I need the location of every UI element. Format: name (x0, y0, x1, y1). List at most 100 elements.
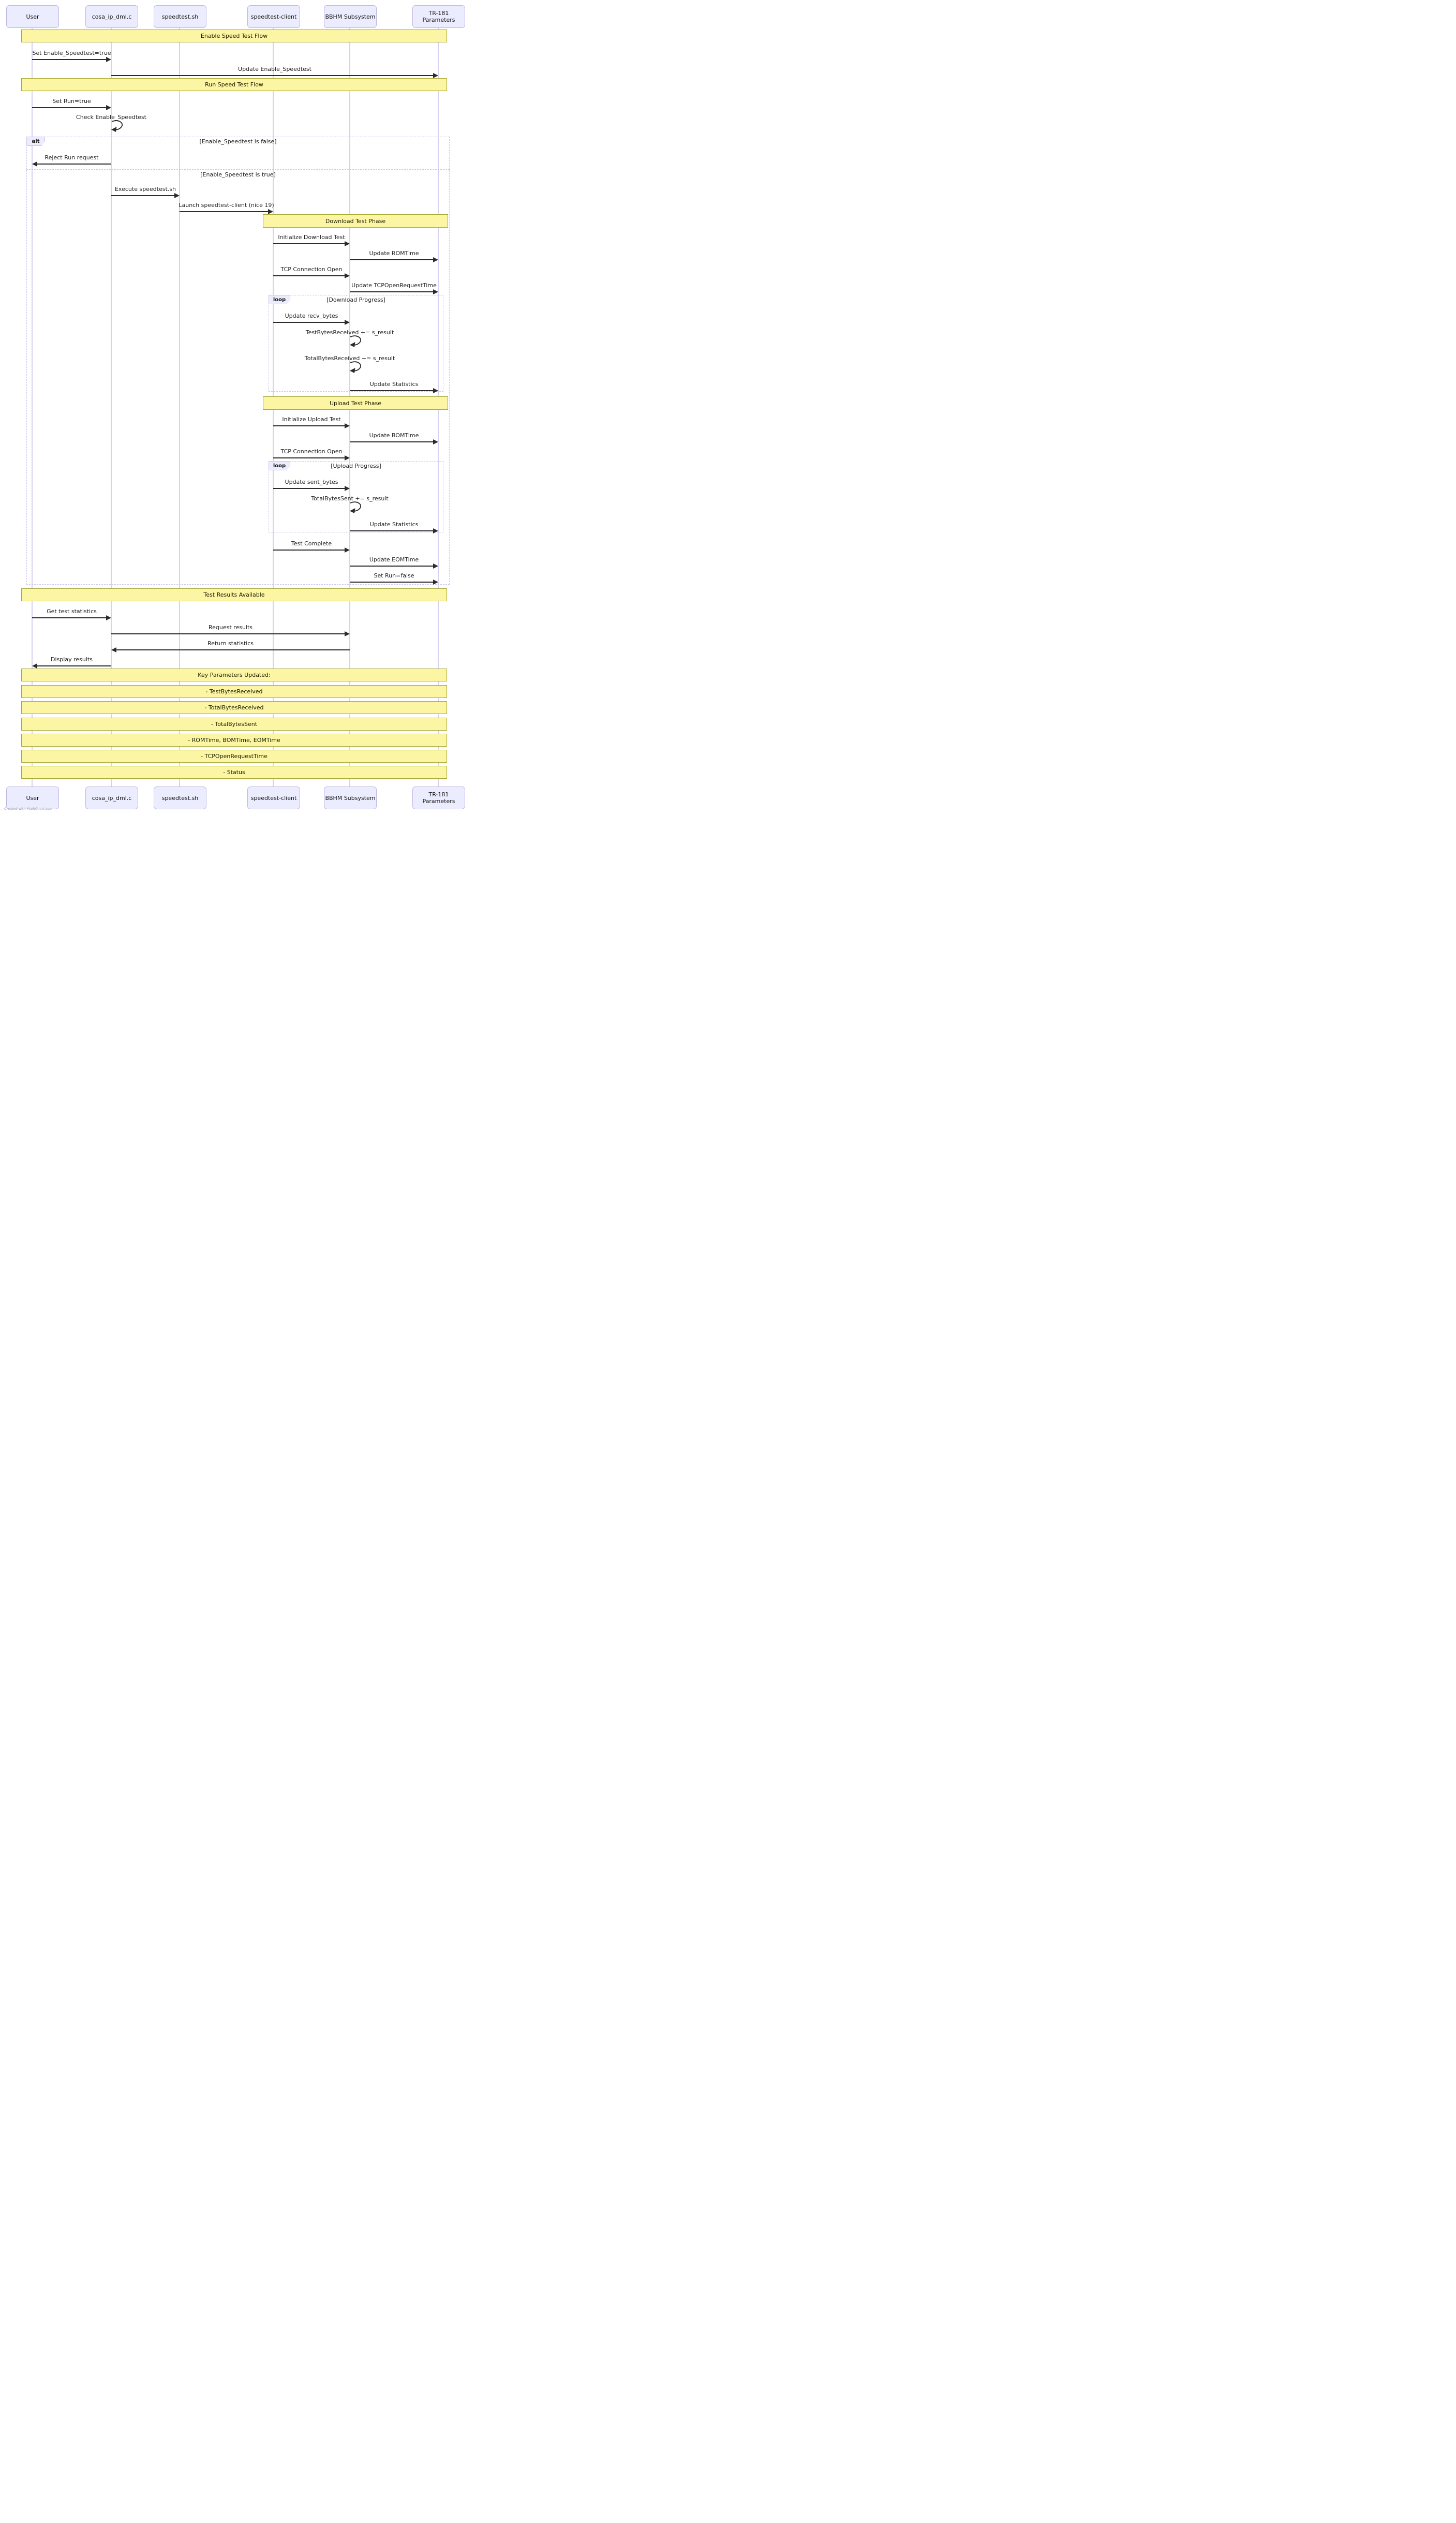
message-label-10: Update TCPOpenRequestTime (351, 282, 437, 289)
participant-bottom-tr181: TR-181 Parameters (412, 786, 465, 809)
message-label-0: Set Enable_Speedtest=true (32, 50, 111, 56)
note-5: Key Parameters Updated: (21, 669, 447, 681)
lifeline-user (32, 27, 33, 786)
message-arrowhead-27 (32, 663, 37, 669)
message-label-24: Get test statistics (47, 608, 97, 615)
participant-top-bbhm: BBHM Subsystem (324, 5, 377, 28)
message-label-14: Update Statistics (369, 381, 419, 388)
message-arrowhead-26 (111, 647, 116, 652)
message-line-7 (273, 243, 345, 244)
frame-loop-1 (269, 295, 443, 392)
message-line-10 (350, 291, 434, 292)
participant-bottom-sh: speedtest.sh (154, 786, 206, 809)
note-1: Run Speed Test Flow (21, 78, 447, 91)
message-arrowhead-8 (433, 257, 438, 262)
frame-label-alt-0: alt (26, 137, 45, 146)
message-arrowhead-5 (174, 193, 180, 198)
message-arrowhead-22 (433, 563, 438, 569)
participant-top-tr181: TR-181 Parameters (412, 5, 465, 28)
message-line-25 (111, 633, 345, 634)
frame-loop-2 (269, 461, 443, 532)
message-label-18: Update sent_bytes (285, 479, 338, 485)
message-label-11: Update recv_bytes (285, 313, 338, 319)
note-2: Download Test Phase (263, 214, 448, 228)
note-0: Enable Speed Test Flow (21, 29, 447, 42)
message-line-4 (37, 164, 111, 165)
message-line-15 (273, 425, 345, 426)
self-message-arc-3 (111, 120, 126, 133)
frame-label-loop-1: loop (269, 295, 290, 304)
frame-label-loop-2: loop (269, 461, 290, 470)
message-line-11 (273, 322, 345, 323)
participant-bottom-cosa: cosa_ip_dml.c (85, 786, 138, 809)
note-4: Test Results Available (21, 588, 447, 601)
message-line-22 (350, 566, 434, 567)
message-label-7: Initialize Download Test (278, 234, 345, 241)
message-label-16: Update BOMTime (369, 432, 419, 439)
frame-condition-1-0: [Download Progress] (326, 296, 385, 303)
participant-bottom-bbhm: BBHM Subsystem (324, 786, 377, 809)
message-arrowhead-11 (345, 320, 350, 325)
message-label-23: Set Run=false (374, 572, 414, 579)
message-arrowhead-15 (345, 423, 350, 428)
message-arrowhead-4 (32, 161, 37, 167)
message-arrowhead-0 (106, 57, 111, 62)
message-arrowhead-1 (433, 73, 438, 78)
message-arrowhead-23 (433, 580, 438, 585)
message-arrowhead-21 (345, 547, 350, 553)
message-line-2 (32, 107, 107, 108)
participant-bottom-user: User (6, 786, 59, 809)
self-message-label-19: TotalBytesSent += s_result (311, 495, 389, 502)
message-label-27: Display results (51, 656, 93, 663)
self-message-label-13: TotalBytesReceived += s_result (304, 355, 395, 362)
watermark-text: Created with MarkChart.app (4, 807, 52, 811)
message-line-8 (350, 259, 434, 260)
message-arrowhead-17 (345, 455, 350, 461)
participant-top-cosa: cosa_ip_dml.c (85, 5, 138, 28)
message-line-17 (273, 457, 345, 458)
message-label-9: TCP Connection Open (280, 266, 343, 273)
frame-condition-2-0: [Upload Progress] (331, 463, 381, 469)
message-arrowhead-16 (433, 439, 438, 444)
message-label-2: Set Run=true (52, 98, 91, 105)
self-message-arc-12 (349, 335, 365, 349)
note-8: - TotalBytesSent (21, 718, 447, 731)
message-line-26 (116, 649, 350, 650)
message-arrowhead-20 (433, 528, 438, 533)
self-message-label-3: Check Enable_Speedtest (76, 114, 146, 121)
message-line-0 (32, 59, 107, 60)
message-arrowhead-6 (268, 209, 273, 214)
frame-condition-0-1: [Enable_Speedtest is true] (200, 171, 276, 178)
message-line-23 (350, 582, 434, 583)
message-arrowhead-9 (345, 273, 350, 278)
message-line-5 (111, 195, 175, 196)
note-6: - TestBytesReceived (21, 685, 447, 698)
message-arrowhead-7 (345, 241, 350, 246)
note-11: - Status (21, 766, 447, 779)
note-3: Upload Test Phase (263, 396, 448, 410)
message-line-18 (273, 488, 345, 489)
message-line-21 (273, 550, 345, 551)
participant-top-client: speedtest-client (247, 5, 300, 28)
frame-alt-0 (26, 137, 450, 585)
self-message-arc-19 (349, 501, 365, 515)
message-arrowhead-14 (433, 388, 438, 393)
frame-divider-0-1 (26, 169, 450, 170)
message-label-17: TCP Connection Open (280, 448, 343, 455)
frame-condition-0-0: [Enable_Speedtest is false] (199, 138, 277, 145)
message-arrowhead-25 (345, 631, 350, 636)
self-message-label-12: TestBytesReceived += s_result (305, 329, 394, 336)
message-label-25: Request results (208, 624, 253, 631)
message-label-26: Return statistics (207, 640, 254, 647)
lifeline-cosa (111, 27, 112, 786)
self-message-arc-13 (349, 361, 365, 375)
message-line-9 (273, 275, 345, 276)
lifeline-sh (179, 27, 180, 786)
message-label-8: Update ROMTime (369, 250, 419, 257)
message-arrowhead-18 (345, 486, 350, 491)
message-label-22: Update EOMTime (369, 556, 419, 563)
message-line-20 (350, 530, 434, 531)
message-label-5: Execute speedtest.sh (114, 186, 176, 192)
message-label-21: Test Complete (291, 540, 332, 547)
